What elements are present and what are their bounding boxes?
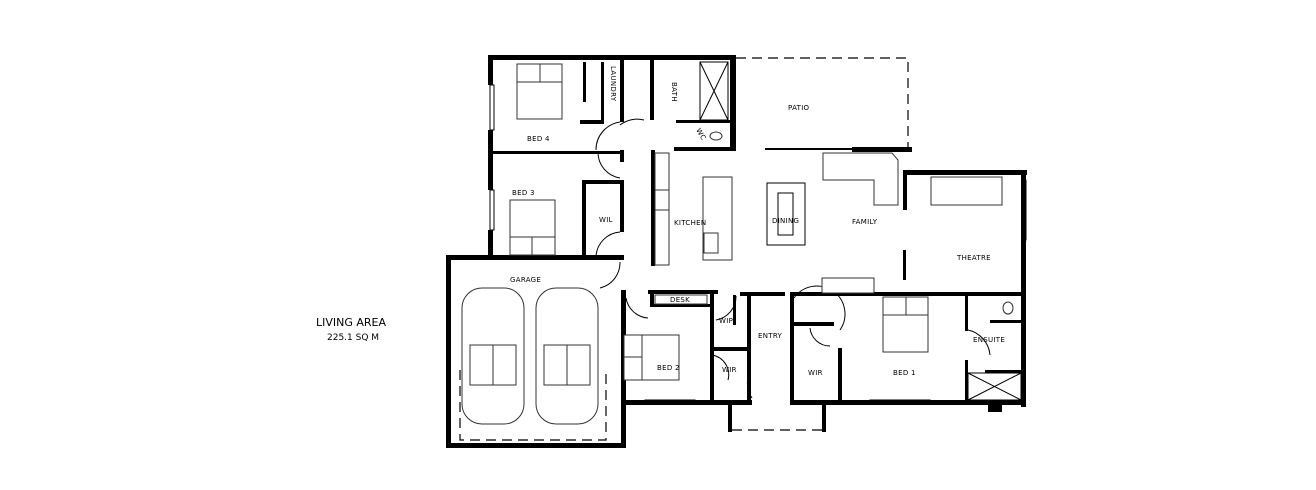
dashed-outlines [459, 57, 909, 441]
toilet-icon [709, 131, 723, 141]
bed-icon [623, 334, 680, 381]
label-bed3: BED 3 [512, 189, 535, 197]
family-sofa [822, 152, 899, 206]
label-kitchen: KITCHEN [674, 219, 706, 227]
toilet-icon [1002, 301, 1014, 315]
furniture [509, 61, 1022, 401]
kitchen-bench [654, 152, 670, 266]
label-laundry: LAUNDRY [609, 66, 617, 102]
garage-cars [461, 287, 599, 425]
dining-table [766, 182, 806, 246]
label-dining: DINING [772, 217, 799, 225]
car-icon [535, 287, 599, 425]
walls-front [622, 290, 1026, 432]
label-desk: DESK [670, 296, 690, 304]
living-area-label: LIVING AREA [316, 316, 387, 329]
label-bed4: BED 4 [527, 135, 550, 143]
label-theatre: THEATRE [956, 254, 991, 262]
theatre-sofa [930, 176, 1003, 206]
kitchen-island [702, 176, 733, 261]
label-wir-bed2: WIR [722, 366, 737, 374]
tv-unit-and-desk [654, 277, 875, 305]
room-labels: BED 4 LAUNDRY BATH WC BED 3 WIL KITCHEN DINING P… [510, 66, 1005, 377]
label-patio: PATIO [788, 104, 810, 112]
label-wip: WIP [719, 317, 733, 325]
bed-icon [509, 199, 556, 256]
label-wc: WC [694, 127, 707, 142]
label-garage: GARAGE [510, 276, 541, 284]
walls [446, 55, 736, 448]
label-bed1: BED 1 [893, 369, 916, 377]
bed-icon [516, 63, 563, 120]
shower-icon [699, 61, 1022, 401]
windows [489, 84, 1027, 405]
label-bed2: BED 2 [657, 364, 680, 372]
living-area-value: 225.1 SQ M [327, 333, 379, 343]
label-entry: ENTRY [758, 332, 783, 340]
label-family: FAMILY [852, 218, 878, 226]
bed-icon [882, 296, 929, 353]
car-icon [461, 287, 525, 425]
label-ensuite: ENSUITE [973, 336, 1005, 344]
label-wir-bed1: WIR [808, 369, 823, 377]
label-bath: BATH [670, 82, 678, 102]
label-wil: WIL [599, 216, 613, 224]
